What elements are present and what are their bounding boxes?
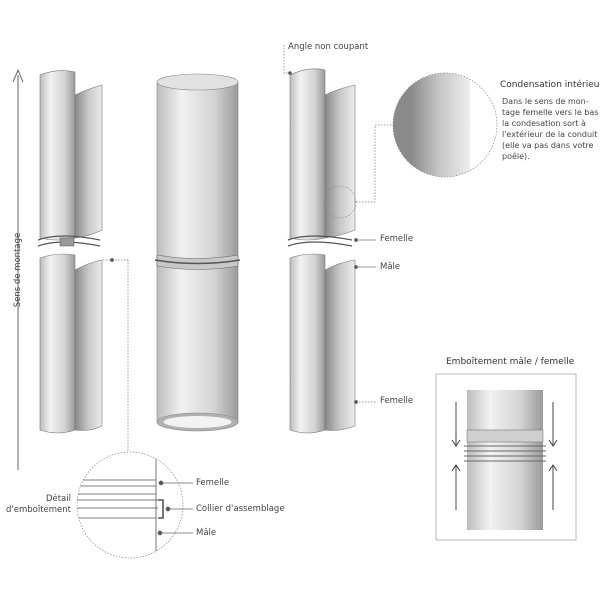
detail-femelle: Femelle — [196, 478, 230, 488]
montage-direction-label: Sens de montage — [13, 232, 23, 308]
pipe-center — [154, 73, 241, 432]
condensation-text: Dans le sens de mon-tage femelle vers le… — [502, 97, 599, 161]
montage-arrow — [12, 68, 24, 470]
emboitement-title: Emboîtement mâle / femelle — [446, 357, 575, 367]
angle-label: Angle non coupant — [288, 42, 369, 52]
pipe-left-cutaway — [37, 70, 103, 434]
femelle-label-bottom: Femelle — [380, 396, 414, 406]
detail-collier: Collier d'assemblage — [196, 504, 285, 514]
condensation-title: Condensation intérieur — [500, 80, 600, 90]
male-label: Mâle — [380, 262, 401, 272]
femelle-label-top: Femelle — [380, 234, 414, 244]
detail-title-1: Détail — [45, 494, 71, 504]
pipe-right-cutaway — [287, 68, 395, 434]
detail-title-2: d'emboîtement — [6, 505, 71, 515]
emboitement-box — [435, 373, 577, 541]
condensation-magnifier — [392, 72, 498, 178]
detail-magnifier — [76, 451, 193, 559]
detail-male: Mâle — [196, 528, 217, 538]
